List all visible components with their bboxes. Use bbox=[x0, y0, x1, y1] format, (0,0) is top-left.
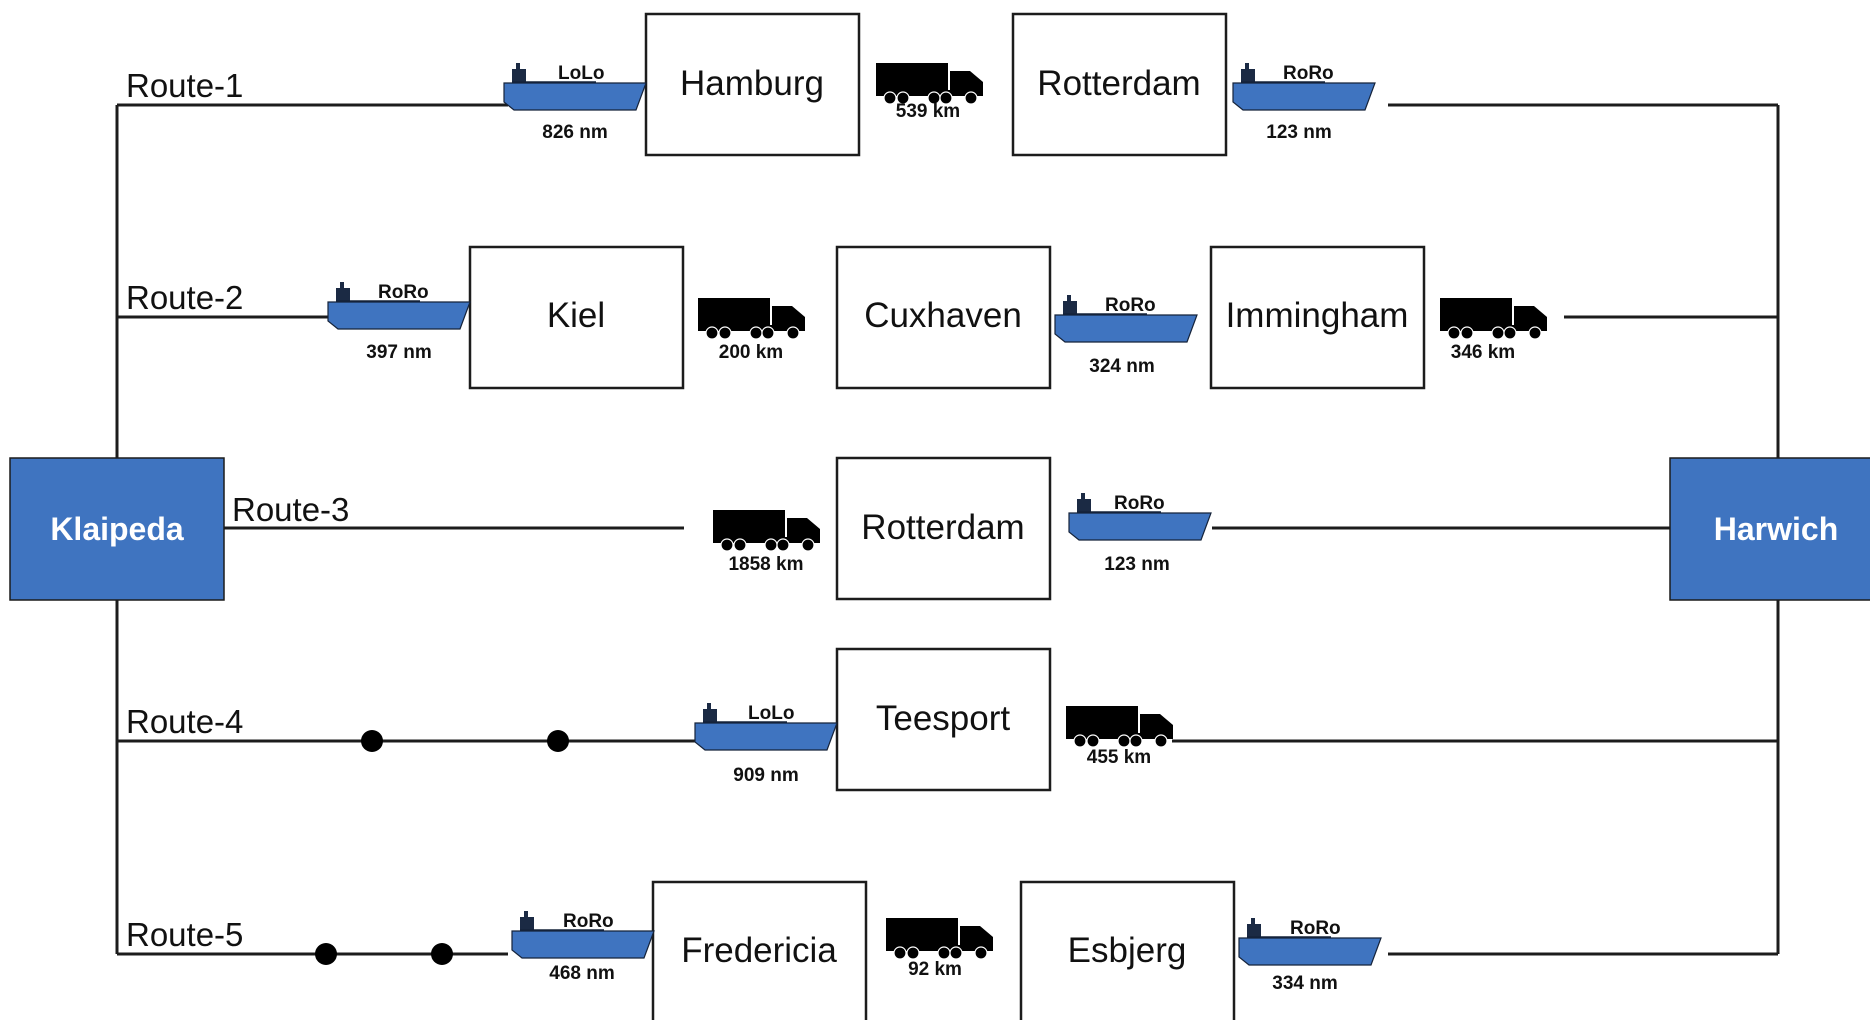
stop-label-rotterdam: Rotterdam bbox=[1037, 64, 1200, 103]
distance-label: 346 km bbox=[1451, 342, 1515, 363]
stop-label-kiel: Kiel bbox=[547, 296, 605, 335]
distance-label: 468 nm bbox=[549, 963, 614, 984]
ship-icon: LoLo bbox=[503, 63, 647, 111]
stop-label-immingham: Immingham bbox=[1226, 296, 1409, 335]
truck-icon bbox=[1066, 706, 1173, 748]
ship-type-label: LoLo bbox=[558, 63, 604, 84]
truck-icon bbox=[698, 298, 805, 340]
truck-icon bbox=[876, 63, 983, 105]
stop-box bbox=[651, 880, 868, 1020]
ship-icon: RoRo bbox=[327, 282, 471, 330]
ship-type-label: LoLo bbox=[748, 703, 794, 724]
stop-boxes: Hamburg Rotterdam Kiel Cuxhaven Immingha… bbox=[468, 12, 1426, 1020]
stop-box bbox=[835, 456, 1052, 601]
ship-icon: RoRo bbox=[511, 911, 655, 959]
ship-type-label: RoRo bbox=[378, 282, 429, 303]
truck-icon bbox=[886, 918, 993, 960]
stop-label-hamburg: Hamburg bbox=[680, 64, 824, 103]
ship-icon: RoRo bbox=[1068, 493, 1212, 541]
route-1-label: Route-1 bbox=[126, 67, 243, 104]
stop-label-esbjerg: Esbjerg bbox=[1068, 931, 1187, 970]
distance-label: 123 nm bbox=[1266, 122, 1331, 143]
origin-node: Klaipeda bbox=[9, 457, 225, 601]
truck-icon bbox=[713, 510, 820, 552]
ship-icon: LoLo bbox=[694, 703, 838, 751]
waypoint-dots bbox=[315, 730, 569, 965]
stop-label-teesport: Teesport bbox=[876, 699, 1011, 738]
distance-label: 455 km bbox=[1087, 747, 1151, 768]
route-3-label: Route-3 bbox=[232, 491, 349, 528]
destination-box bbox=[1669, 457, 1870, 601]
connector-lines bbox=[115, 103, 1780, 956]
ship-type-label: RoRo bbox=[1283, 63, 1334, 84]
stop-label-fredericia: Fredericia bbox=[681, 931, 837, 970]
ship-type-label: RoRo bbox=[563, 911, 614, 932]
route-5-waypoint-dot bbox=[431, 943, 453, 965]
stop-box bbox=[835, 647, 1052, 792]
ship-icon: RoRo bbox=[1238, 918, 1382, 966]
ship-icon: RoRo bbox=[1054, 295, 1198, 343]
distance-label: 324 nm bbox=[1089, 356, 1154, 377]
route-4-label: Route-4 bbox=[126, 703, 243, 740]
stop-box bbox=[644, 12, 861, 157]
route-5-label: Route-5 bbox=[126, 916, 243, 953]
origin-label: Klaipeda bbox=[50, 511, 184, 547]
stop-box bbox=[1209, 245, 1426, 390]
distance-label: 909 nm bbox=[733, 765, 798, 786]
distance-label: 334 nm bbox=[1272, 973, 1337, 994]
ship-type-label: RoRo bbox=[1290, 918, 1341, 939]
ship-type-label: RoRo bbox=[1114, 493, 1165, 514]
distance-label: 539 km bbox=[896, 101, 960, 122]
truck-icon bbox=[1440, 298, 1547, 340]
distance-label: 123 nm bbox=[1104, 554, 1169, 575]
route-4-waypoint-dot bbox=[361, 730, 383, 752]
route-4-waypoint-dot bbox=[547, 730, 569, 752]
stop-box bbox=[835, 245, 1052, 390]
route-2-label: Route-2 bbox=[126, 279, 243, 316]
distance-label: 1858 km bbox=[728, 554, 803, 575]
distance-label: 826 nm bbox=[542, 122, 607, 143]
route-5-waypoint-dot bbox=[315, 943, 337, 965]
ship-type-label: RoRo bbox=[1105, 295, 1156, 316]
stop-box bbox=[1019, 880, 1236, 1020]
stop-box bbox=[1011, 12, 1228, 157]
destination-label: Harwich bbox=[1714, 511, 1838, 547]
ship-icon: RoRo bbox=[1232, 63, 1376, 111]
stop-label-cuxhaven: Cuxhaven bbox=[864, 296, 1022, 335]
origin-box bbox=[9, 457, 225, 601]
distance-label: 200 km bbox=[719, 342, 783, 363]
route-labels: Route-1 Route-2 Route-3 Route-4 Route-5 bbox=[126, 67, 349, 953]
stop-box bbox=[468, 245, 685, 390]
stop-label-rotterdam: Rotterdam bbox=[861, 508, 1024, 547]
destination-node: Harwich bbox=[1669, 457, 1870, 601]
distance-label: 92 km bbox=[908, 959, 962, 980]
distance-label: 397 nm bbox=[366, 342, 431, 363]
